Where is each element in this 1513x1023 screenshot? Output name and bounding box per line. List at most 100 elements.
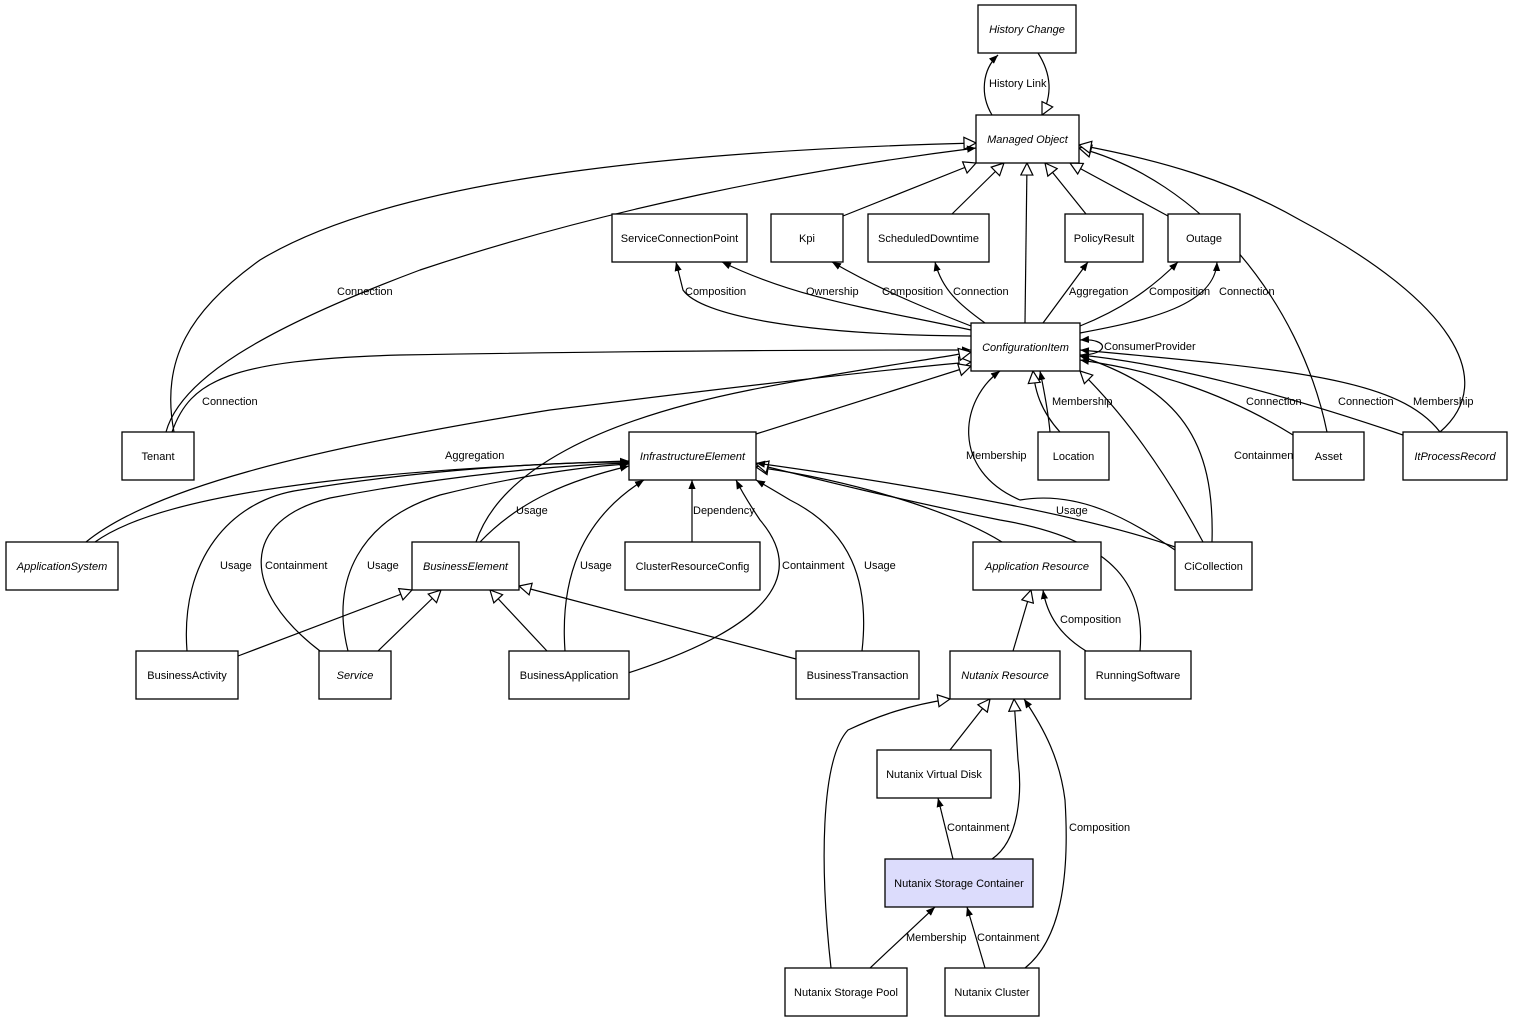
filled-arrow-edge (1079, 347, 1441, 433)
node-label: Service (337, 670, 374, 682)
inheritance-edge-it-process-record-to-managed-object (1079, 145, 1466, 433)
node-box (795, 650, 920, 700)
edge-label: History Link (989, 78, 1047, 90)
node-scheduled-downtime[interactable]: ScheduledDowntime (867, 213, 990, 263)
association-edge-tenant-to-managed-object (165, 145, 977, 433)
edge-label: ConsumerProvider (1104, 341, 1196, 353)
inheritance-edge-location-to-configuration-item (1033, 371, 1061, 433)
node-kpi[interactable]: Kpi (770, 213, 844, 263)
node-outage[interactable]: Outage (1167, 213, 1241, 263)
association-edge-configuration-item-to-policy-result (1042, 261, 1089, 324)
filled-arrow-edge (171, 346, 972, 433)
edge-label: Membership (966, 450, 1027, 462)
edge-label: Containment (265, 560, 327, 572)
node-nutanix-virtual-disk[interactable]: Nutanix Virtual Disk (876, 749, 992, 799)
filled-arrow-edge (968, 370, 1176, 551)
node-service[interactable]: Service (318, 650, 392, 700)
filled-arrow-edge (260, 459, 630, 652)
node-ci-collection[interactable]: CiCollection (1174, 541, 1253, 591)
node-box (1174, 541, 1253, 591)
node-label: ConfigurationItem (982, 342, 1069, 354)
edge-label: Connection (1246, 396, 1302, 408)
node-service-connection-point[interactable]: ServiceConnectionPoint (611, 213, 748, 263)
association-edge-nutanix-storage-container-to-nutanix-virtual-disk (936, 797, 954, 860)
hollow-arrow-edge (823, 699, 950, 969)
inheritance-edge-application-resource-to-infrastructure-element (756, 467, 1003, 543)
node-running-software[interactable]: RunningSoftware (1084, 650, 1192, 700)
node-nutanix-cluster[interactable]: Nutanix Cluster (944, 967, 1040, 1017)
node-label: PolicyResult (1074, 233, 1135, 245)
association-edge-configuration-item-to-kpi (831, 261, 972, 327)
node-asset[interactable]: Asset (1292, 431, 1365, 481)
node-label: Kpi (799, 233, 815, 245)
node-application-system[interactable]: ApplicationSystem (5, 541, 119, 591)
filled-arrow-edge (479, 464, 630, 543)
edge-label: Usage (367, 560, 399, 572)
association-edge-business-application-to-infrastructure-element (627, 479, 780, 674)
inheritance-edge-scheduled-downtime-to-managed-object (951, 163, 1004, 215)
node-box (624, 541, 761, 591)
filled-arrow-edge (755, 460, 1176, 548)
filled-arrow-edge (1038, 370, 1051, 433)
hollow-arrow-edge (756, 464, 1142, 652)
node-tenant[interactable]: Tenant (121, 431, 195, 481)
filled-arrow-edge (831, 261, 972, 327)
node-policy-result[interactable]: PolicyResult (1064, 213, 1144, 263)
hollow-arrow-edge (237, 590, 412, 657)
node-box (121, 431, 195, 481)
edge-label: Membership (906, 932, 967, 944)
hollow-arrow-edge (1033, 371, 1061, 433)
inheritance-edge-nutanix-virtual-disk-to-nutanix-resource (949, 699, 990, 751)
node-application-resource[interactable]: Application Resource (972, 541, 1102, 591)
node-box (944, 967, 1040, 1017)
inheritance-edge-business-activity-to-business-element (237, 590, 412, 657)
node-nutanix-storage-container[interactable]: Nutanix Storage Container (884, 858, 1034, 908)
association-edge-configuration-item-to-outage (1079, 261, 1221, 334)
node-nutanix-storage-pool[interactable]: Nutanix Storage Pool (784, 967, 908, 1017)
hollow-arrow-edge (377, 590, 441, 652)
node-it-process-record[interactable]: ItProcessRecord (1402, 431, 1508, 481)
inheritance-edge-tenant-to-managed-object (170, 143, 976, 433)
filled-arrow-edge (1040, 589, 1087, 652)
hollow-arrow-edge (85, 362, 971, 543)
association-edge-asset-to-configuration-item (1079, 357, 1294, 436)
node-box (972, 541, 1102, 591)
association-edge-business-application-to-infrastructure-element (563, 479, 645, 652)
node-location[interactable]: Location (1037, 431, 1110, 481)
filled-arrow-edge (674, 261, 972, 337)
node-label: BusinessActivity (147, 670, 227, 682)
node-label: Nutanix Virtual Disk (886, 769, 982, 781)
node-label: Location (1053, 451, 1095, 463)
edge-label: Usage (516, 505, 548, 517)
edge-label: Membership (1052, 396, 1113, 408)
association-edge-business-activity-to-infrastructure-element (185, 458, 630, 652)
association-edge-configuration-item-to-service-connection-point (674, 261, 972, 337)
node-history-change[interactable]: History Change (977, 4, 1077, 54)
node-box (867, 213, 990, 263)
inheritance-edge-business-transaction-to-business-element (519, 586, 797, 660)
association-edge-business-transaction-to-infrastructure-element (755, 479, 865, 652)
association-edge-configuration-item-to-scheduled-downtime (933, 261, 986, 324)
hollow-arrow-edge (490, 590, 548, 652)
node-business-transaction[interactable]: BusinessTransaction (795, 650, 920, 700)
filled-arrow-edge (1079, 261, 1179, 327)
node-cluster-resource-config[interactable]: ClusterResourceConfig (624, 541, 761, 591)
filled-arrow-edge (721, 261, 972, 331)
inheritance-edge-nutanix-storage-container-to-nutanix-resource (991, 699, 1020, 860)
node-box (508, 650, 630, 700)
node-label: Tenant (141, 451, 174, 463)
node-business-element[interactable]: BusinessElement (411, 541, 520, 591)
node-business-activity[interactable]: BusinessActivity (135, 650, 239, 700)
edge-label: Composition (1149, 286, 1210, 298)
node-business-application[interactable]: BusinessApplication (508, 650, 630, 700)
association-edge-configuration-item-to-configuration-item (1079, 335, 1103, 356)
node-nutanix-resource[interactable]: Nutanix Resource (949, 650, 1061, 700)
edge-label: Dependency (693, 505, 755, 517)
node-infrastructure-element[interactable]: InfrastructureElement (628, 431, 757, 481)
node-managed-object[interactable]: Managed Object (975, 114, 1080, 164)
node-configuration-item[interactable]: ConfigurationItem (970, 322, 1081, 372)
inheritance-edge-running-software-to-infrastructure-element (756, 464, 1142, 652)
association-edge-ci-collection-to-configuration-item (968, 370, 1176, 551)
node-box (970, 322, 1081, 372)
